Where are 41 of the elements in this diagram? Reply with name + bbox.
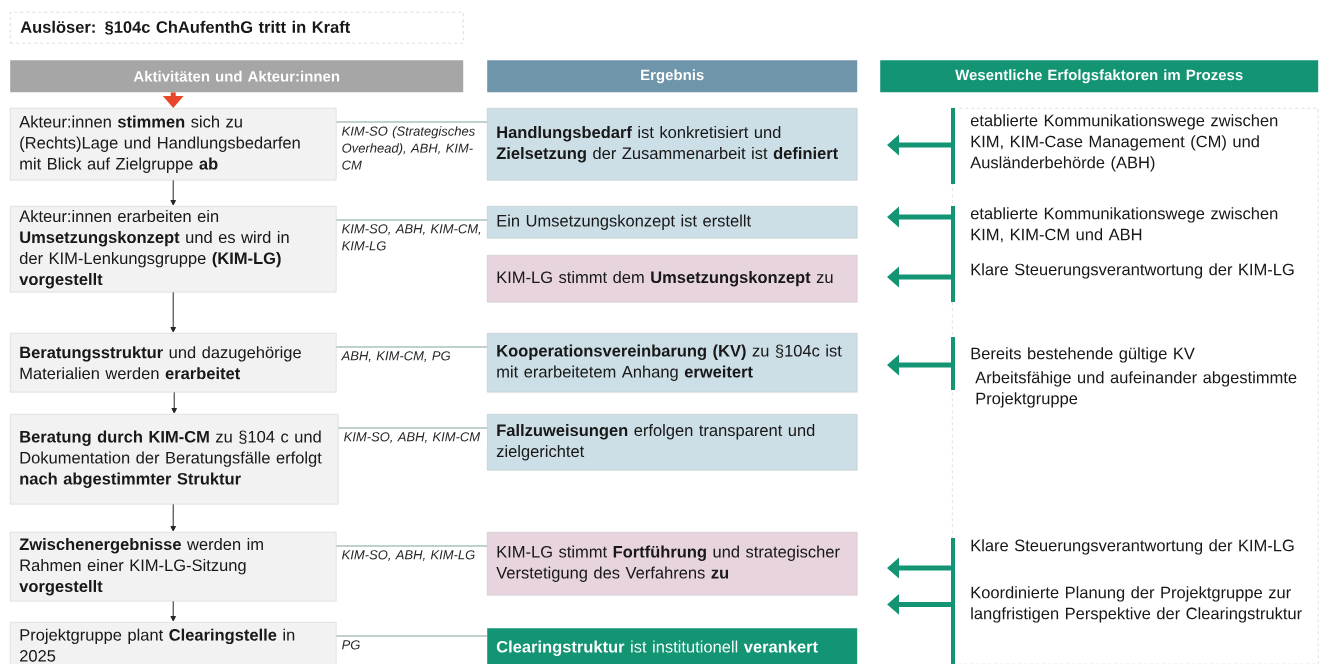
arrow bbox=[170, 600, 177, 622]
arrow bbox=[171, 391, 178, 414]
factor-text: etablierte Kommunikationswege zwischen KIM, KIM-Case Management (CM) und Ausländerbehörde (ABH) bbox=[970, 114, 1278, 172]
result-box: Ein Umsetzungskonzept ist erstellt bbox=[487, 206, 858, 239]
activity-box: Akteur:innen stimmen sich zu (Rechts)Lage und Handlungsbedarfen mit Blick auf Zielgruppe ab bbox=[10, 108, 337, 181]
factor-text: Klare Steuerungsverantwortung der KIM-LG bbox=[971, 263, 1294, 279]
factor-text: Klare Steuerungsverantwortung der KIM-LG bbox=[971, 539, 1294, 555]
connector-line bbox=[335, 121, 488, 123]
connector-line bbox=[335, 219, 488, 221]
column-header: Wesentliche Erfolgsfaktoren im Prozess bbox=[880, 60, 1319, 93]
column-header: Ergebnis bbox=[487, 60, 858, 93]
arrow bbox=[170, 179, 177, 206]
edge-label: KIM-SO, ABH, KIM-CM, KIM-LG bbox=[342, 224, 481, 251]
result-box: KIM-LG stimmt dem Umsetzungskonzept zu bbox=[487, 255, 858, 303]
factor-text: Koordinierte Planung der Projektgruppe zur langfristigen Perspektive der Clearingstruktur bbox=[971, 586, 1302, 623]
activity-box: Akteur:innen erarbeiten ein Umsetzungskonzept und es wird in der KIM-Lenkungsgruppe (KIM-LG) vorgestellt bbox=[10, 206, 337, 293]
connector-line bbox=[335, 545, 488, 547]
activity-box: Beratung durch KIM-CM zu §104 c und Dokumentation der Beratungsfälle erfolgt nach abgestimmter Struktur bbox=[10, 414, 339, 505]
connector-line bbox=[337, 427, 488, 429]
edge-label: KIM-SO, ABH, KIM-CM bbox=[344, 432, 481, 443]
result-box: Clearingstruktur ist institutionell verankert bbox=[487, 628, 858, 664]
result-box: Kooperationsvereinbarung (KV) zu §104c ist mit erarbeitetem Anhang erweitert bbox=[487, 333, 858, 393]
connector-line bbox=[335, 635, 488, 637]
result-box: Fallzuweisungen erfolgen transparent und zielgerichtet bbox=[487, 414, 858, 471]
activity-box: Beratungsstruktur und dazugehörige Materialien werden erarbeitet bbox=[10, 333, 337, 393]
edge-label: ABH, KIM-CM, PG bbox=[340, 351, 451, 362]
result-box: KIM-LG stimmt Fortführung und strategischer Verstetigung des Verfahrens zu bbox=[487, 532, 858, 596]
factor-text: etablierte Kommunikationswege zwischen KIM, KIM-CM und ABH bbox=[970, 207, 1278, 243]
arrow bbox=[170, 291, 177, 333]
connector-line bbox=[335, 346, 488, 348]
arrow bbox=[170, 503, 177, 532]
trigger-box: Auslöser: §104c ChAufenthG tritt in Kraft bbox=[10, 12, 464, 44]
column-header: Aktivitäten und Akteur:innen bbox=[10, 60, 464, 93]
edge-label: KIM-SO (Strategisches Overhead), ABH, KIM-CM bbox=[342, 126, 475, 170]
factor-text: Bereits bestehende gültige KV bbox=[971, 347, 1195, 363]
edge-label: KIM-SO, ABH, KIM-LG bbox=[342, 550, 475, 561]
activity-box: Projektgruppe plant Clearingstelle in 2025 bbox=[10, 622, 337, 664]
result-box: Handlungsbedarf ist konkretisiert und Zielsetzung der Zusammenarbeit ist definiert bbox=[487, 108, 858, 181]
factor-text: Arbeitsfähige und aufeinander abgestimmte Projektgruppe bbox=[975, 371, 1297, 408]
activity-box: Zwischenergebnisse werden im Rahmen einer KIM-LG-Sitzung vorgestellt bbox=[10, 532, 337, 602]
edge-label: PG bbox=[342, 640, 360, 650]
